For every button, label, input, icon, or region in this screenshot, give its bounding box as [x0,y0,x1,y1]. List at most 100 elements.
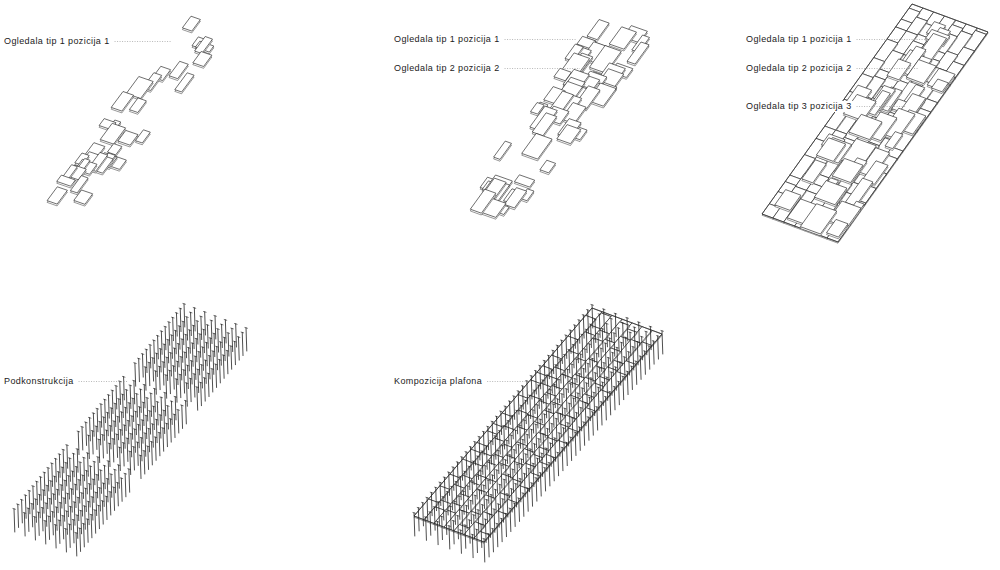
suspension-rod [175,330,177,354]
rod-bracket [496,523,499,524]
suspension-rod [194,374,196,398]
rod-bracket [223,337,226,338]
rod-bracket [513,503,516,504]
suspension-rod [72,471,74,495]
rod-bracket [490,494,493,495]
rod-bracket [626,317,629,318]
suspension-rod [135,411,137,435]
rod-bracket [588,344,591,345]
rod-bracket [631,346,634,347]
suspension-rod [208,373,210,397]
rod-bracket [510,488,513,489]
suspension-rod [215,364,217,388]
rod-bracket [573,378,576,379]
rod-bracket [478,490,481,491]
suspension-rod [85,422,87,446]
suspension-rod [54,476,56,500]
rod-bracket [627,351,630,352]
suspension-rod [180,374,182,398]
suspension-rod [193,325,195,349]
rod-bracket [143,384,146,385]
suspension-rod [138,424,140,448]
suspension-rod [88,435,90,459]
rod-bracket [544,394,547,395]
rod-bracket [543,467,546,468]
rod-bracket [585,329,588,330]
rod-bracket [38,494,41,495]
mirror-panel [504,188,526,208]
rod-bracket [575,412,578,413]
rod-bracket [462,491,465,492]
rod-bracket [118,447,121,448]
mirror-panel [816,138,845,162]
rod-bracket [124,473,127,474]
suspension-rod [42,507,44,531]
rod-bracket [55,507,58,508]
suspension-rod [488,533,490,557]
rod-bracket [509,508,512,509]
suspension-rod [110,425,112,449]
rod-bracket [70,489,73,490]
rod-bracket [168,370,171,371]
rod-bracket [534,370,537,371]
rod-bracket [557,379,560,380]
rod-bracket [80,493,83,494]
panel-label: Ogledala tip 1 pozicija 1 [3,36,111,47]
rod-bracket [502,425,505,426]
rod-bracket [147,428,150,429]
rod-bracket [31,486,34,487]
suspension-rod [52,511,54,535]
rod-bracket [511,469,514,470]
suspension-rod [210,338,212,362]
rod-bracket [497,450,500,451]
rod-bracket [164,326,167,327]
rod-bracket [520,405,523,406]
rod-bracket [160,331,163,332]
rod-bracket [617,381,620,382]
rod-bracket [519,478,522,479]
rod-bracket [512,396,515,397]
suspension-rod [119,381,121,405]
suspension-rod [62,467,64,491]
leader-line [505,39,576,40]
rod-bracket [170,401,173,402]
suspension-rod [209,355,211,379]
mirror-panel [100,123,125,144]
suspension-rod [94,461,96,485]
rod-bracket [91,430,94,431]
suspension-rod [514,503,516,527]
rod-bracket [177,343,180,344]
rod-bracket [554,365,557,366]
suspension-rod [31,503,33,527]
suspension-rod [418,507,420,531]
rod-bracket [491,421,494,422]
suspension-rod [188,347,190,371]
mirror-panel [193,52,212,67]
rod-bracket [598,314,601,315]
suspension-rod [43,490,45,514]
rod-bracket [139,455,142,456]
suspension-rod [96,474,98,498]
rod-bracket [135,393,138,394]
rod-bracket [148,362,151,363]
rod-bracket [591,358,594,359]
rod-bracket [163,344,166,345]
suspension-rod [80,510,82,534]
rod-bracket [113,421,116,422]
suspension-rod [189,330,191,354]
rod-bracket [476,456,479,457]
suspension-rod [144,450,146,474]
rod-bracket [90,514,93,515]
rod-bracket [151,358,154,359]
rod-bracket [98,421,101,422]
suspension-rod [640,356,642,380]
suspension-rod [36,481,38,505]
suspension-rod [114,469,116,493]
rod-bracket [204,360,207,361]
rod-bracket [109,425,112,426]
rod-bracket [166,405,169,406]
suspension-rod [176,379,178,403]
rod-bracket [189,312,192,313]
suspension-rod [64,480,66,504]
rod-bracket [597,387,600,388]
